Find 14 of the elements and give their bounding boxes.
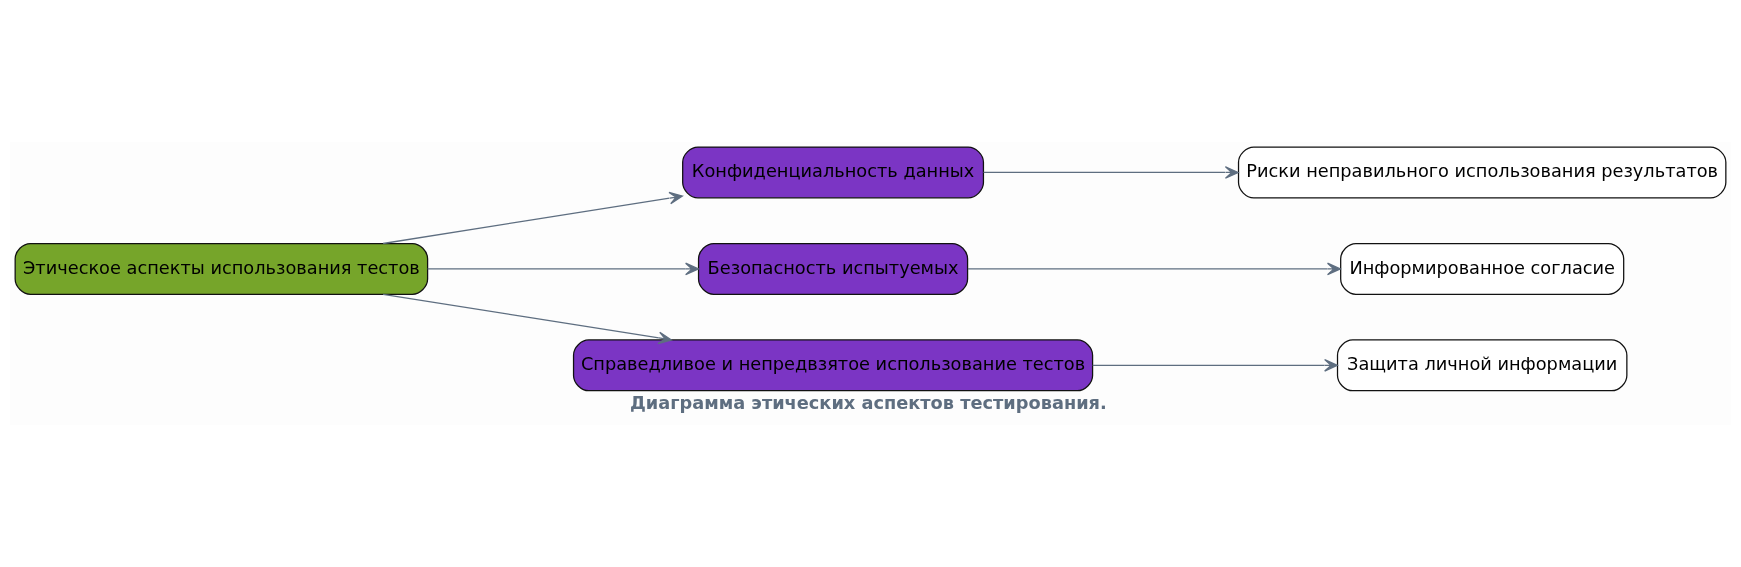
arrow — [967, 262, 1341, 276]
arrow — [982, 166, 1239, 179]
node-box: Информированное согласие — [1340, 242, 1625, 295]
arrow — [382, 293, 673, 345]
node-box: Безопасность испытуемых — [697, 242, 969, 295]
arrow — [382, 191, 684, 245]
arrow — [1092, 359, 1338, 372]
arrow — [426, 262, 699, 276]
caption: Диаграмма этических аспектов тестирования. — [630, 392, 1107, 413]
node-box: Справедливое и непредвзятое использование тестов — [572, 339, 1094, 392]
node-box: Этическое аспекты использования тестов — [14, 242, 429, 295]
node-box: Защита личной информации — [1336, 339, 1628, 392]
node-box: Риски неправильного использования результатов — [1237, 146, 1727, 199]
node-box: Конфиденциальность данных — [682, 146, 985, 199]
